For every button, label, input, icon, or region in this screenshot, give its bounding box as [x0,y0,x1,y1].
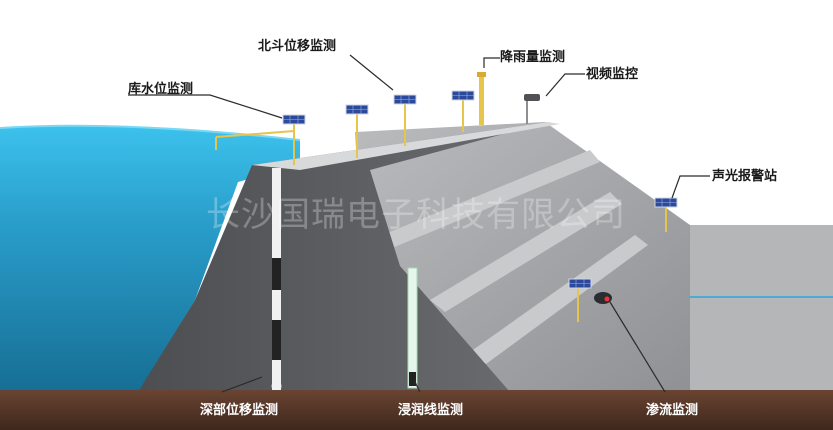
label-deep-displacement: 深部位移监测 [200,402,278,418]
solar-panel-icon [282,114,306,125]
rainfall-station [451,72,486,132]
dam-berm-middle [430,192,622,312]
camera-icon [524,94,540,101]
label-video: 视频监控 [586,66,638,82]
flow-meter-icon [594,292,612,304]
label-reservoir-level: 库水位监测 [128,81,193,97]
label-saturation-line: 浸润线监测 [398,402,463,418]
beidou-station-2 [393,94,417,146]
company-watermark: 长沙国瑞电子科技有限公司 [206,195,626,235]
reservoir-level-station [215,114,306,165]
video-camera-station [524,94,540,124]
soil-base [0,390,833,430]
seepage-station [568,278,612,322]
alarm-station [654,197,678,232]
alarm-light-icon [654,197,678,208]
water-surface-line [0,124,301,141]
label-seepage: 渗流监测 [646,402,698,418]
beidou-station-1 [345,104,369,158]
borehole-segment [272,258,281,290]
label-leader-lines [128,54,710,393]
borehole-tip [271,381,282,391]
reservoir-water [0,125,300,390]
label-rainfall: 降雨量监测 [500,49,565,65]
solar-panel-icon [568,278,592,289]
rain-gauge-icon [479,75,484,125]
saturation-sensor [409,372,416,386]
label-alarm-station: 声光报警站 [711,168,777,184]
borehole-segment [272,320,281,360]
solar-panel-icon [393,94,417,105]
label-beidou-displacement: 北斗位移监测 [258,38,336,54]
dam-berm-lower [470,235,648,364]
solar-panel-icon [451,90,475,101]
solar-panel-icon [345,104,369,115]
saturation-pipe [407,267,418,389]
dam-core [138,122,548,392]
dam-berm-upper [380,150,600,248]
